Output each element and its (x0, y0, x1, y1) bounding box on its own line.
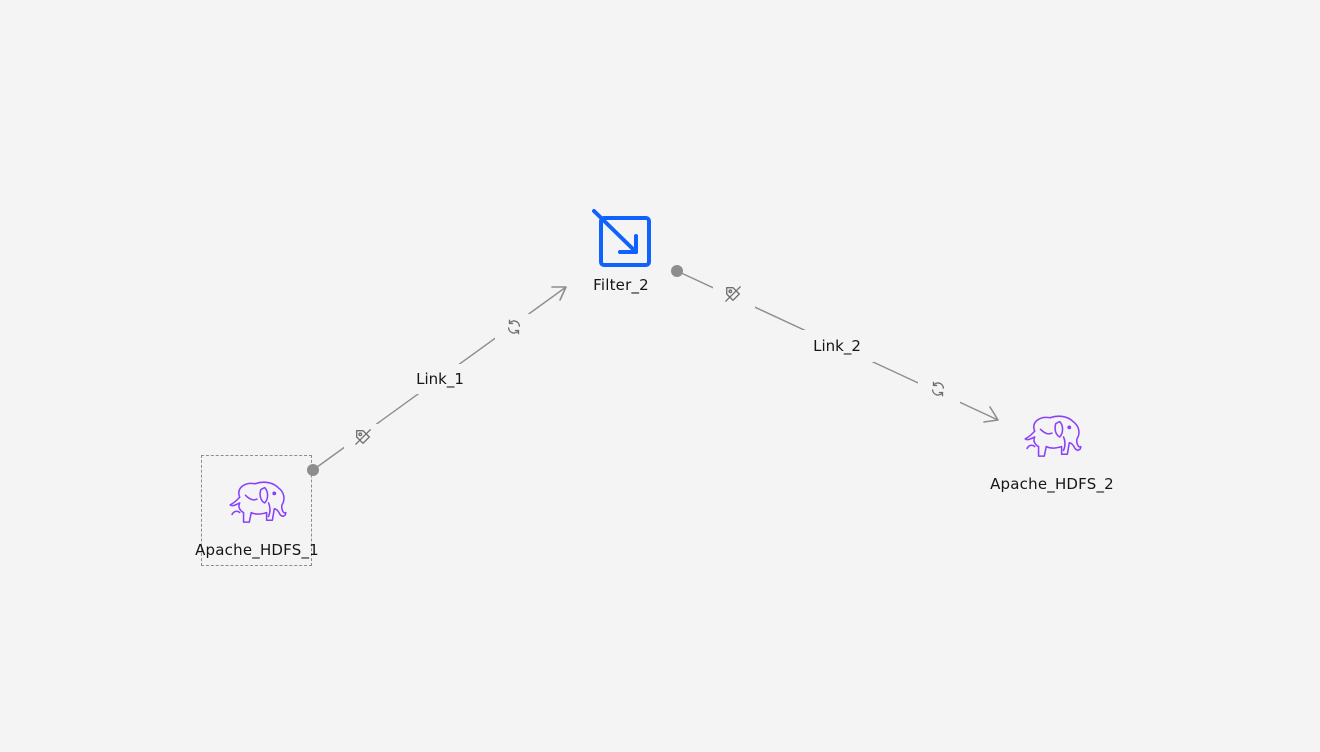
link-label-link-1[interactable]: Link_1 (413, 370, 467, 388)
filter-arrow-icon[interactable] (592, 209, 651, 267)
link-2-arrowhead (983, 406, 999, 423)
link-label-link-2[interactable]: Link_2 (810, 337, 864, 355)
link-2-source-port[interactable] (671, 265, 683, 277)
link-1-source-port[interactable] (307, 464, 319, 476)
link-1-arrowhead (551, 286, 567, 301)
node-label-filter-2[interactable]: Filter_2 (593, 276, 649, 294)
node-label-apache-hdfs-1[interactable]: Apache_HDFS_1 (195, 541, 319, 559)
node-selection-box (201, 455, 312, 566)
hadoop-elephant-icon[interactable] (1024, 415, 1082, 457)
node-label-apache-hdfs-2[interactable]: Apache_HDFS_2 (990, 475, 1114, 493)
